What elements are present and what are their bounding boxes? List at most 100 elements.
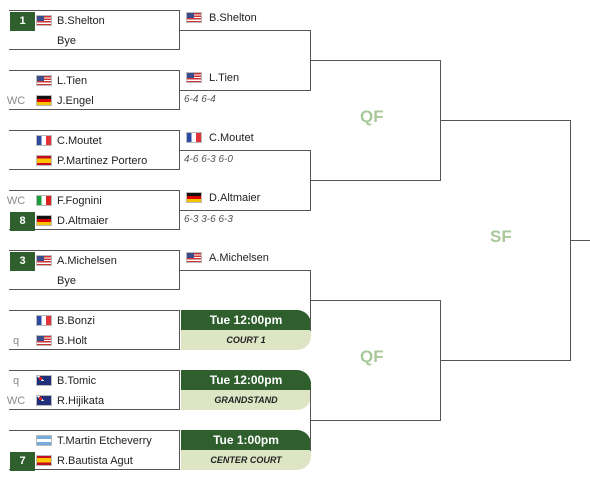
match-time: Tue 12:00pm [181, 370, 311, 390]
seed-badge: 3 [10, 252, 35, 271]
bye-row[interactable]: Bye [9, 31, 180, 51]
qf-label-top: QF [360, 107, 384, 126]
player-name: J.Engel [57, 95, 94, 107]
player-row[interactable]: q B.Tomic [9, 371, 180, 391]
match-box: B.Bonzi q B.Holt [9, 310, 180, 350]
player-row[interactable]: 7 R.Bautista Agut [9, 451, 180, 471]
aus-flag-icon [36, 395, 52, 406]
player-name: R.Hijikata [57, 395, 105, 407]
court-name: CENTER COURT [181, 450, 311, 470]
court-name: GRANDSTAND [181, 390, 311, 410]
player-name: T.Martin Etcheverry [57, 435, 152, 447]
aus-flag-icon [36, 375, 52, 386]
bracket-line [441, 360, 571, 361]
usa-flag-icon [36, 75, 52, 86]
player-name: B.Tomic [57, 375, 97, 387]
bracket-line [440, 60, 441, 181]
player-row[interactable]: 3 A.Michelsen [9, 251, 180, 271]
esp-flag-icon [36, 155, 52, 166]
usa-flag-icon [36, 255, 52, 266]
player-row[interactable]: q B.Holt [9, 331, 180, 351]
bye-label: Bye [57, 35, 76, 47]
qf-label-bottom: QF [360, 347, 384, 366]
player-row[interactable]: C.Moutet [9, 131, 180, 151]
bracket-line [441, 120, 571, 121]
player-row[interactable]: B.Bonzi [9, 311, 180, 331]
seed-badge: 7 [10, 452, 35, 471]
winner-name[interactable]: A.Michelsen [209, 252, 269, 264]
player-row[interactable]: P.Martinez Portero [9, 151, 180, 171]
player-row[interactable]: T.Martin Etcheverry [9, 431, 180, 451]
entry-tag: q [12, 375, 20, 387]
fra-flag-icon [36, 315, 52, 326]
bracket-line [570, 120, 571, 361]
player-name: B.Bonzi [57, 315, 95, 327]
entry-tag: q [12, 335, 20, 347]
seed-badge: 8 [10, 212, 35, 231]
bye-row[interactable]: Bye [9, 271, 180, 291]
entry-tag: WC [6, 195, 26, 207]
seed-badge: 1 [10, 12, 35, 31]
usa-flag-icon [36, 335, 52, 346]
bracket-line [180, 210, 310, 211]
ger-flag-icon [186, 192, 202, 203]
player-name: L.Tien [57, 75, 88, 87]
match-box: WC F.Fognini 8 D.Altmaier [7, 190, 180, 231]
player-row[interactable]: WC F.Fognini [7, 191, 180, 211]
usa-flag-icon [36, 15, 52, 26]
entry-tag: WC [6, 395, 26, 407]
court-name: COURT 1 [181, 330, 311, 350]
bracket-line [310, 150, 311, 211]
match-time: Tue 1:00pm [181, 430, 311, 450]
bracket-line [440, 300, 441, 421]
usa-flag-icon [186, 252, 202, 263]
winner-name[interactable]: C.Moutet [209, 132, 254, 144]
player-name: R.Bautista Agut [57, 455, 133, 467]
esp-flag-icon [36, 455, 52, 466]
match-time: Tue 12:00pm [181, 310, 311, 330]
ger-flag-icon [36, 215, 52, 226]
player-name: D.Altmaier [57, 215, 109, 227]
bracket-line [180, 30, 310, 31]
match-score: 6-4 6-4 [184, 94, 216, 105]
winner-name[interactable]: D.Altmaier [209, 192, 261, 204]
player-name: B.Shelton [57, 15, 105, 27]
fra-flag-icon [186, 132, 202, 143]
bracket-line [311, 300, 441, 301]
player-name: F.Fognini [57, 195, 102, 207]
usa-flag-icon [186, 72, 202, 83]
bracket-line [571, 240, 590, 241]
bracket-line [310, 270, 311, 331]
player-name: P.Martinez Portero [57, 155, 148, 167]
bracket-line [180, 150, 310, 151]
player-row[interactable]: 8 D.Altmaier [9, 211, 180, 231]
winner-name[interactable]: B.Shelton [209, 12, 257, 24]
match-box: T.Martin Etcheverry 7 R.Bautista Agut [9, 430, 180, 471]
player-row[interactable]: WC R.Hijikata [7, 391, 180, 411]
bracket-line [180, 270, 310, 271]
player-name: A.Michelsen [57, 255, 117, 267]
match-score: 4-6 6-3 6-0 [184, 154, 233, 165]
player-row[interactable]: 1 B.Shelton [9, 11, 180, 31]
bracket-line [310, 30, 311, 91]
match-score: 6-3 3-6 6-3 [184, 214, 233, 225]
player-name: B.Holt [57, 335, 87, 347]
ger-flag-icon [36, 95, 52, 106]
player-name: C.Moutet [57, 135, 102, 147]
usa-flag-icon [186, 12, 202, 23]
winner-name[interactable]: L.Tien [209, 72, 240, 84]
fra-flag-icon [36, 135, 52, 146]
bracket-line [180, 90, 310, 91]
bracket-line [311, 180, 441, 181]
ita-flag-icon [36, 195, 52, 206]
bracket-line [311, 60, 441, 61]
bracket-line [311, 420, 441, 421]
player-row[interactable]: L.Tien [9, 71, 180, 91]
bye-label: Bye [57, 275, 76, 287]
